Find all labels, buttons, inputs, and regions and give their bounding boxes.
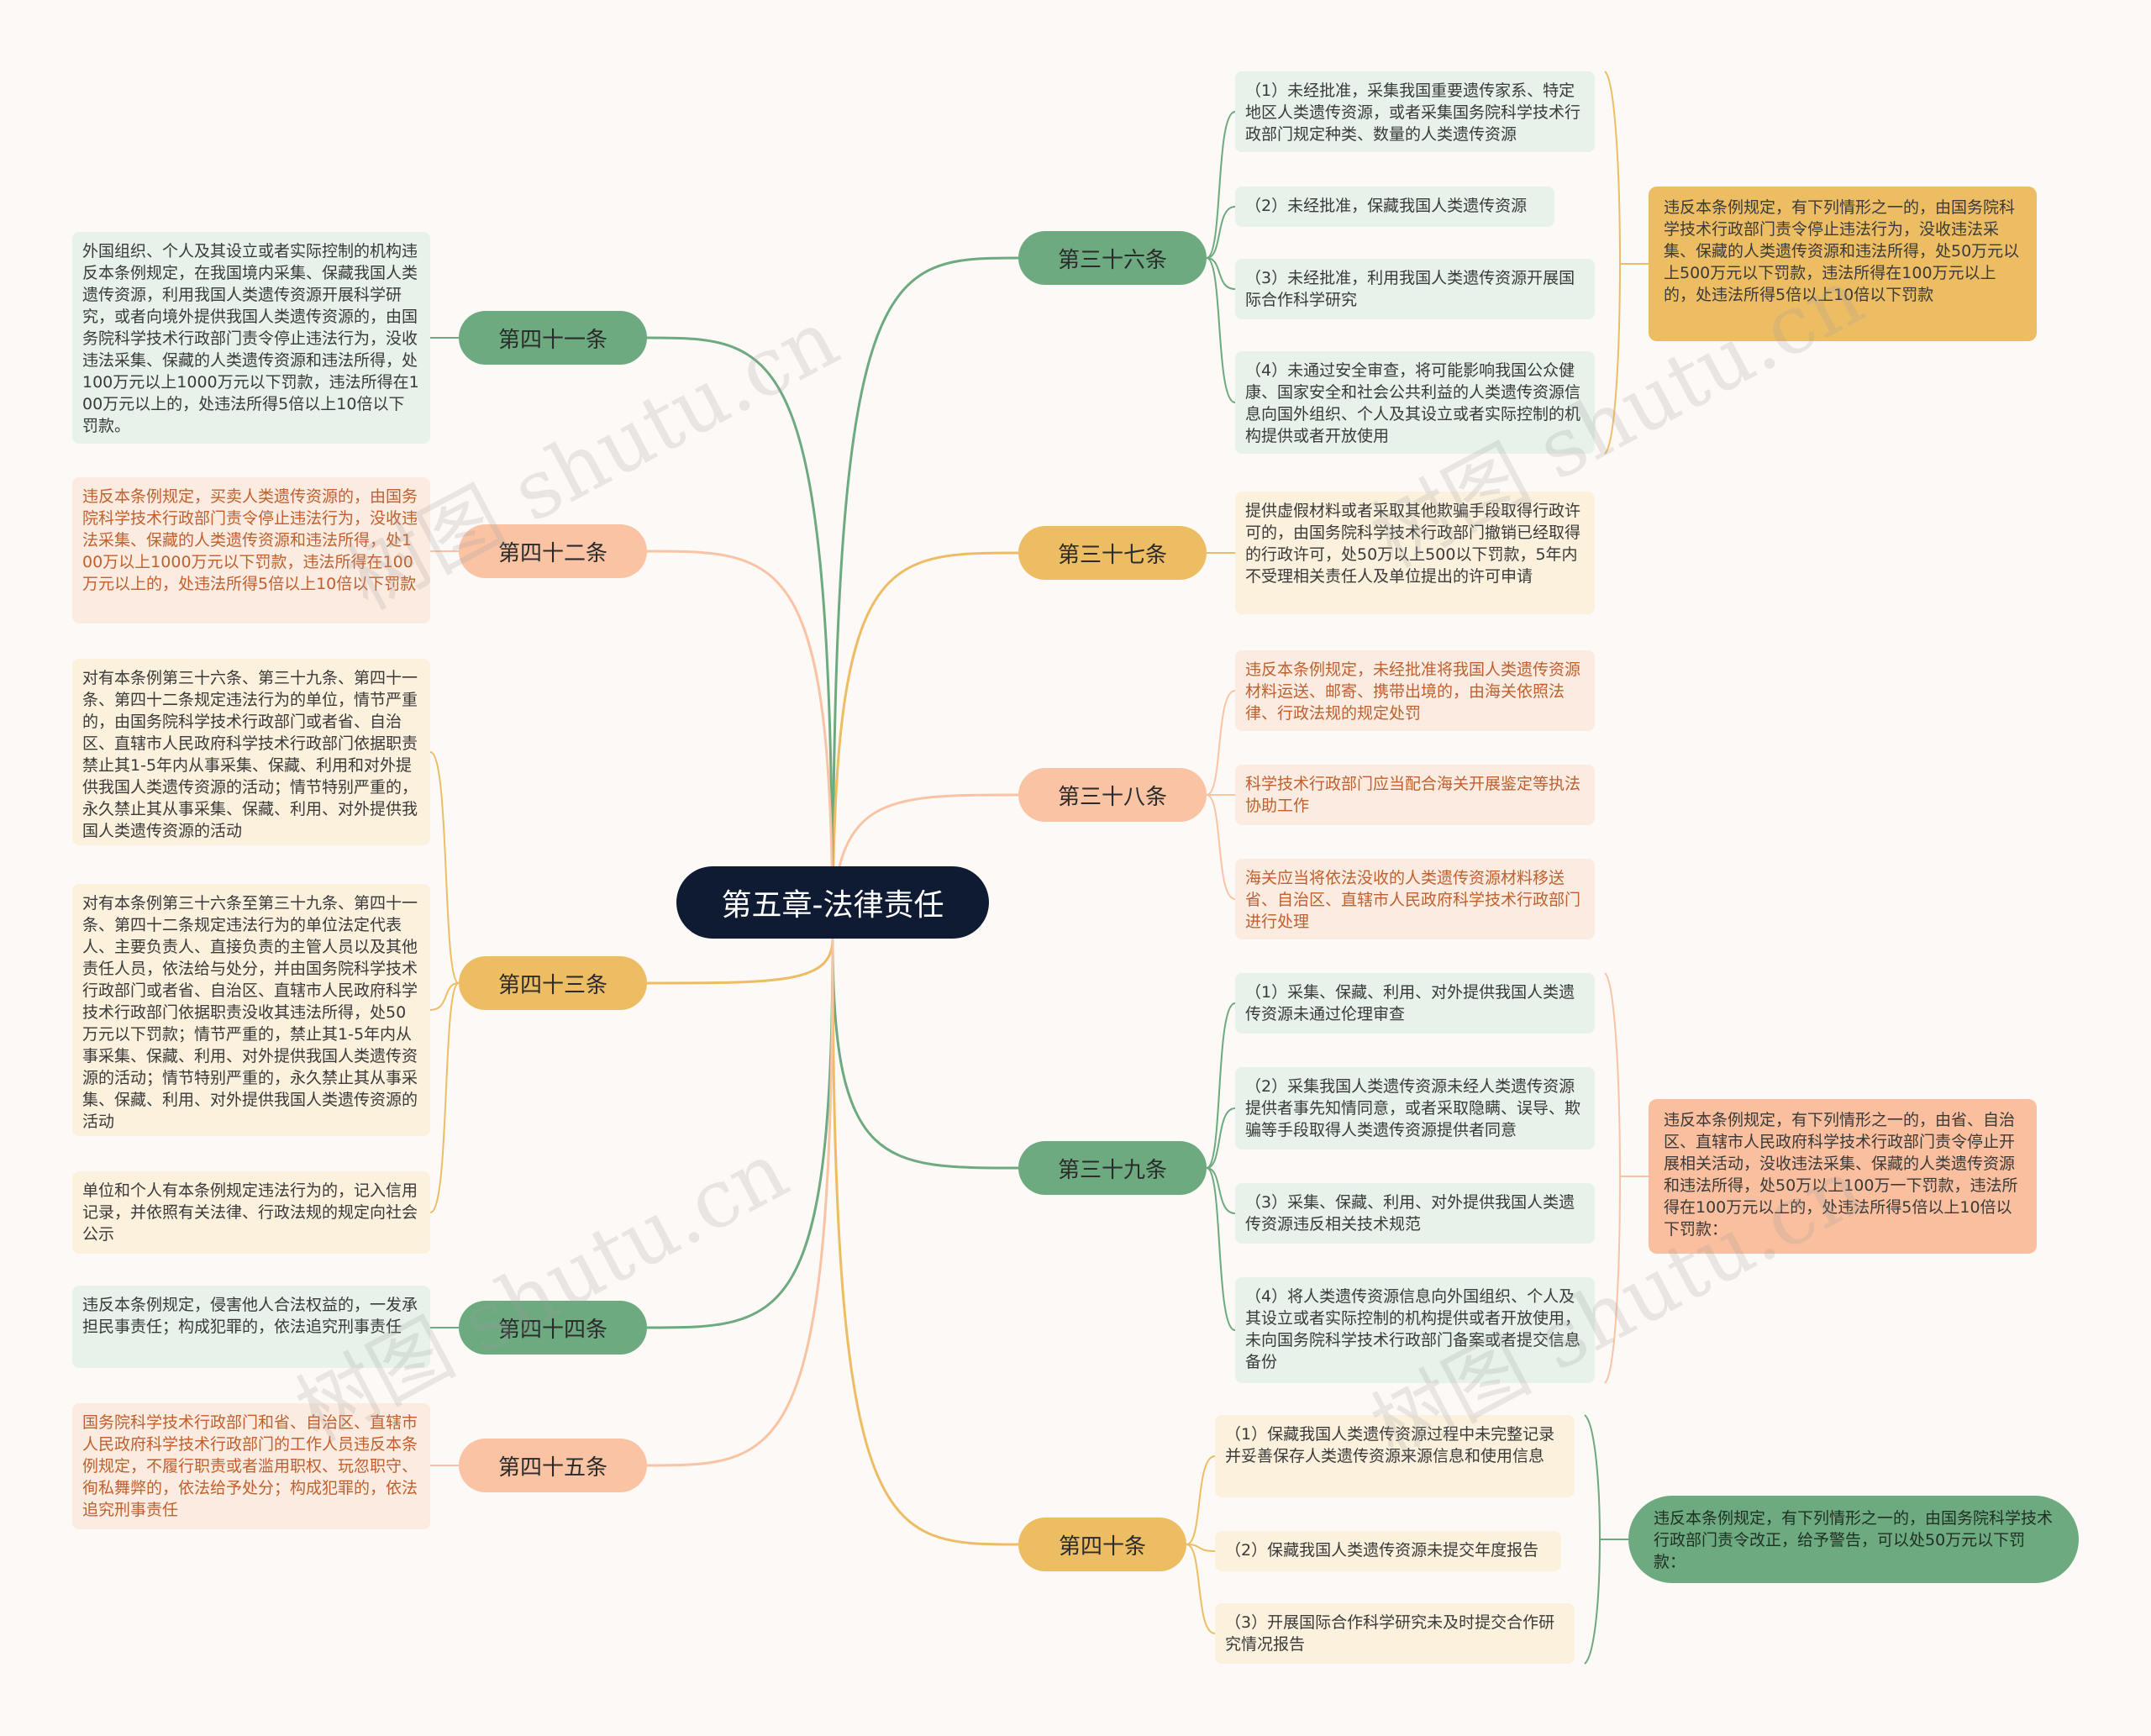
branch-article-44[interactable]: 第四十四条 bbox=[459, 1301, 647, 1355]
article-40-item-2: （2）保藏我国人类遗传资源未提交年度报告 bbox=[1215, 1531, 1561, 1571]
branch-article-41[interactable]: 第四十一条 bbox=[459, 311, 647, 365]
root-link-left bbox=[646, 938, 834, 1329]
branch-article-45[interactable]: 第四十五条 bbox=[459, 1439, 647, 1492]
article-43-item-2: 对有本条例第三十六条至第三十九条、第四十一条、第四十二条规定违法行为的单位法定代… bbox=[72, 884, 430, 1136]
article-40-item-3: （3）开展国际合作科学研究未及时提交合作研究情况报告 bbox=[1215, 1603, 1575, 1664]
root-link-left bbox=[646, 938, 834, 985]
leaf-link bbox=[1206, 1107, 1236, 1169]
leaf-link bbox=[1206, 257, 1236, 403]
leaf-link bbox=[1206, 1167, 1236, 1214]
root-link-right bbox=[831, 256, 1019, 939]
article-43-item-3: 单位和个人有本条例规定违法行为的，记入信用记录，并依照有关法律、行政法规的规定向… bbox=[72, 1171, 430, 1254]
branch-article-39[interactable]: 第三十九条 bbox=[1018, 1141, 1207, 1195]
branch-article-37[interactable]: 第三十七条 bbox=[1018, 526, 1207, 580]
article-44-item-1: 违反本条例规定，侵害他人合法权益的，一发承担民事责任；构成犯罪的，依法追究刑事责… bbox=[72, 1286, 430, 1368]
leaf-link bbox=[429, 982, 460, 1011]
article-36-item-4: （4）未通过安全审查，将可能影响我国公众健康、国家安全和社会公共利益的人类遗传资… bbox=[1235, 351, 1595, 454]
summary-bracket bbox=[1584, 1414, 1601, 1665]
branch-article-40[interactable]: 第四十条 bbox=[1018, 1518, 1186, 1571]
leaf-link bbox=[429, 751, 460, 984]
root-link-right bbox=[831, 551, 1019, 939]
article-38-item-3: 海关应当将依法没收的人类遗传资源材料移送省、自治区、直辖市人民政府科学技术行政部… bbox=[1235, 859, 1595, 939]
leaf-link bbox=[1206, 794, 1236, 900]
root-link-left bbox=[646, 550, 834, 939]
leaf-link bbox=[1206, 690, 1236, 796]
root-node[interactable]: 第五章-法律责任 bbox=[676, 866, 989, 939]
leaf-link bbox=[1186, 1544, 1216, 1634]
leaf-link bbox=[1206, 257, 1236, 290]
leaf-link bbox=[1206, 206, 1236, 259]
branch-article-42[interactable]: 第四十二条 bbox=[459, 524, 647, 578]
leaf-link bbox=[1206, 1167, 1236, 1331]
article-39-item-2: （2）采集我国人类遗传资源未经人类遗传资源提供者事先知情同意，或者采取隐瞒、误导… bbox=[1235, 1067, 1595, 1149]
article-40-summary: 违反本条例规定，有下列情形之一的，由国务院科学技术行政部门责令改正，给予警告，可… bbox=[1628, 1496, 2079, 1583]
article-45-item-1: 国务院科学技术行政部门和省、自治区、直辖市人民政府科学技术行政部门的工作人员违反… bbox=[72, 1403, 430, 1529]
leaf-link bbox=[1206, 111, 1236, 259]
branch-article-43[interactable]: 第四十三条 bbox=[459, 956, 647, 1010]
root-link-left bbox=[646, 336, 834, 939]
article-38-item-2: 科学技术行政部门应当配合海关开展鉴定等执法协助工作 bbox=[1235, 765, 1595, 825]
root-link-left bbox=[646, 938, 834, 1467]
article-36-summary: 违反本条例规定，有下列情形之一的，由国务院科学技术行政部门责令停止违法行为，没收… bbox=[1649, 187, 2037, 341]
article-39-item-4: （4）将人类遗传资源信息向外国组织、个人及其设立或者实际控制的机构提供或者开放使… bbox=[1235, 1277, 1595, 1383]
leaf-link bbox=[1186, 1544, 1216, 1552]
article-36-item-1: （1）未经批准，采集我国重要遗传家系、特定地区人类遗传资源，或者采集国务院科学技… bbox=[1235, 71, 1595, 152]
leaf-link bbox=[1206, 1002, 1236, 1169]
branch-article-38[interactable]: 第三十八条 bbox=[1018, 768, 1207, 822]
branch-article-36[interactable]: 第三十六条 bbox=[1018, 231, 1207, 285]
summary-bracket bbox=[1604, 972, 1621, 1384]
article-39-summary: 违反本条例规定，有下列情形之一的，由省、自治区、直辖市人民政府科学技术行政部门责… bbox=[1649, 1099, 2037, 1254]
article-36-item-2: （2）未经批准，保藏我国人类遗传资源 bbox=[1235, 187, 1554, 227]
root-link-right bbox=[831, 938, 1019, 1546]
leaf-link bbox=[1186, 1455, 1216, 1545]
leaf-link bbox=[429, 982, 460, 1213]
root-link-right bbox=[831, 938, 1019, 1170]
article-36-item-3: （3）未经批准，利用我国人类遗传资源开展国际合作科学研究 bbox=[1235, 259, 1595, 319]
article-43-item-1: 对有本条例第三十六条、第三十九条、第四十一条、第四十二条规定违法行为的单位，情节… bbox=[72, 659, 430, 845]
article-37-item-1: 提供虚假材料或者采取其他欺骗手段取得行政许可的，由国务院科学技术行政部门撤销已经… bbox=[1235, 492, 1595, 614]
article-42-item-1: 违反本条例规定，买卖人类遗传资源的，由国务院科学技术行政部门责令停止违法行为，没… bbox=[72, 477, 430, 623]
article-41-item-1: 外国组织、个人及其设立或者实际控制的机构违反本条例规定，在我国境内采集、保藏我国… bbox=[72, 232, 430, 444]
article-40-item-1: （1）保藏我国人类遗传资源过程中未完整记录并妥善保存人类遗传资源来源信息和使用信… bbox=[1215, 1415, 1575, 1497]
article-39-item-3: （3）采集、保藏、利用、对外提供我国人类遗传资源违反相关技术规范 bbox=[1235, 1183, 1595, 1244]
summary-bracket bbox=[1604, 71, 1621, 455]
article-38-item-1: 违反本条例规定，未经批准将我国人类遗传资源材料运送、邮寄、携带出境的，由海关依照… bbox=[1235, 650, 1595, 731]
article-39-item-1: （1）采集、保藏、利用、对外提供我国人类遗传资源未通过伦理审查 bbox=[1235, 973, 1595, 1034]
